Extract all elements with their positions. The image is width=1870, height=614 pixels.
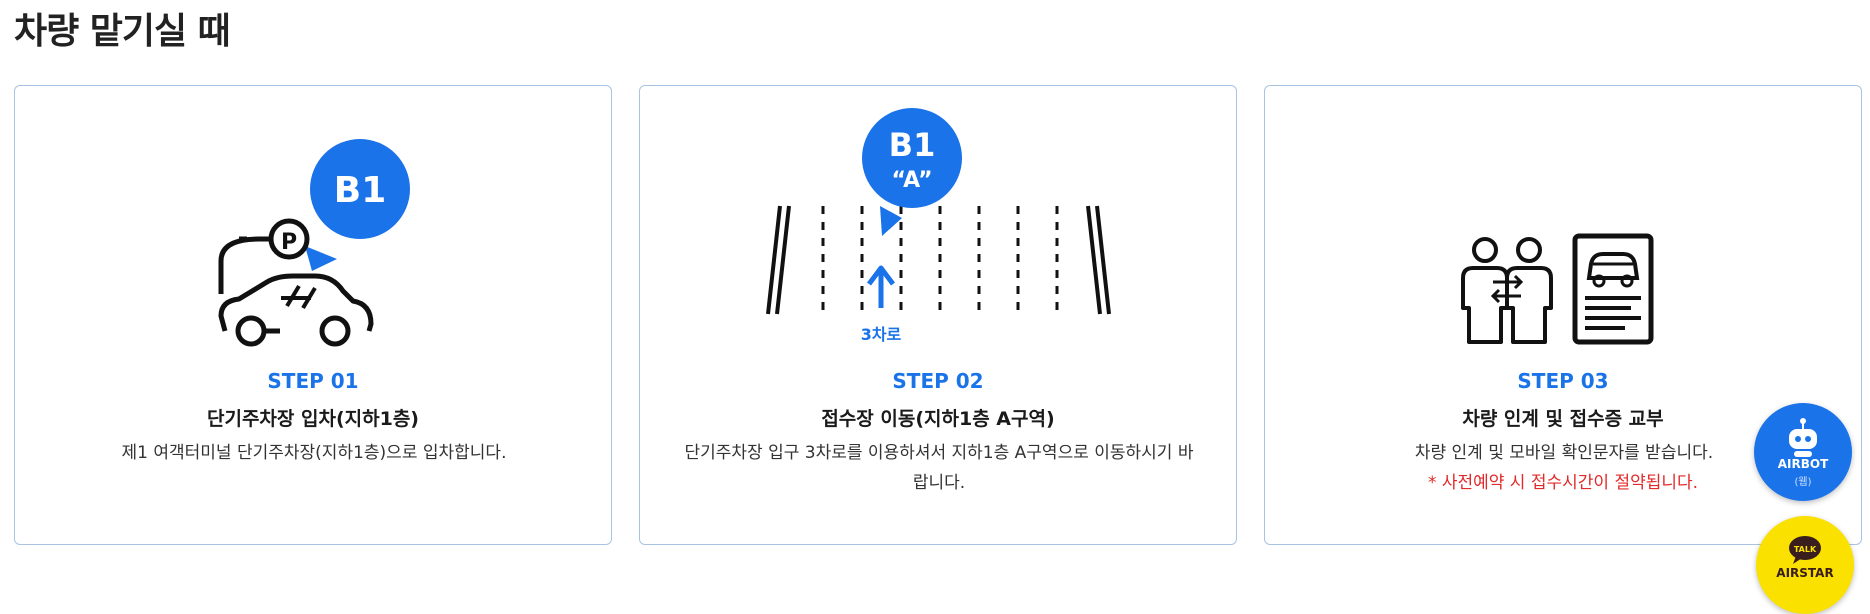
svg-text:P: P: [281, 230, 297, 255]
step-number: STEP 02: [892, 369, 984, 393]
step-description: 제1 여객터미널 단기주차장(지하1층)으로 입차합니다.: [121, 443, 507, 463]
handover-people-icon: [1461, 237, 1553, 344]
bubble-b1-text: B1: [334, 170, 387, 211]
robot-icon: [1789, 418, 1817, 457]
bubble-b1-text: B1: [889, 126, 936, 164]
bubble-zone-text: “A”: [891, 168, 932, 193]
talk-text: TALK: [1794, 545, 1817, 554]
step-heading: 단기주차장 입차(지하1층): [206, 408, 419, 430]
step-number: STEP 03: [1517, 369, 1609, 393]
step-number: STEP 01: [267, 369, 359, 393]
lane-label: 3차로: [861, 325, 902, 344]
step-heading: 접수장 이동(지하1층 A구역): [821, 408, 1055, 430]
airbot-button[interactable]: AIRBOT (웹): [1754, 403, 1852, 501]
step-heading: 차량 인계 및 접수증 교부: [1462, 408, 1664, 430]
airbot-label: AIRBOT: [1777, 457, 1829, 471]
step-description: 차량 인계 및 모바일 확인문자를 받습니다.: [1414, 443, 1714, 463]
lane-road-icon: B1 “A” 3차로: [766, 108, 1111, 344]
step-note: * 사전예약 시 접수시간이 절약됩니다.: [1427, 473, 1699, 493]
parking-car-icon: B1 P: [218, 139, 410, 347]
talk-icon: TALK: [1789, 536, 1821, 564]
receipt-document-icon: [1572, 233, 1654, 345]
airstar-label: AIRSTAR: [1776, 566, 1834, 580]
step-card-2: B1 “A” 3차로 STEP 02 접수장 이동(지하1층 A구역) 단기주차…: [639, 85, 1237, 545]
step-card-1: B1 P STEP 01 단기주차장 입차(지하1층) 제1 여객터미널 단기주…: [14, 85, 612, 545]
step-description: 단기주차장 입구 3차로를 이용하셔서 지하1층 A구역으로 이동하시기 바랍니…: [684, 443, 1194, 493]
page-title: 차량 맡기실 때: [14, 11, 231, 52]
airstar-talk-button[interactable]: TALK AIRSTAR: [1756, 516, 1854, 614]
airbot-sublabel: (웹): [1794, 477, 1812, 488]
